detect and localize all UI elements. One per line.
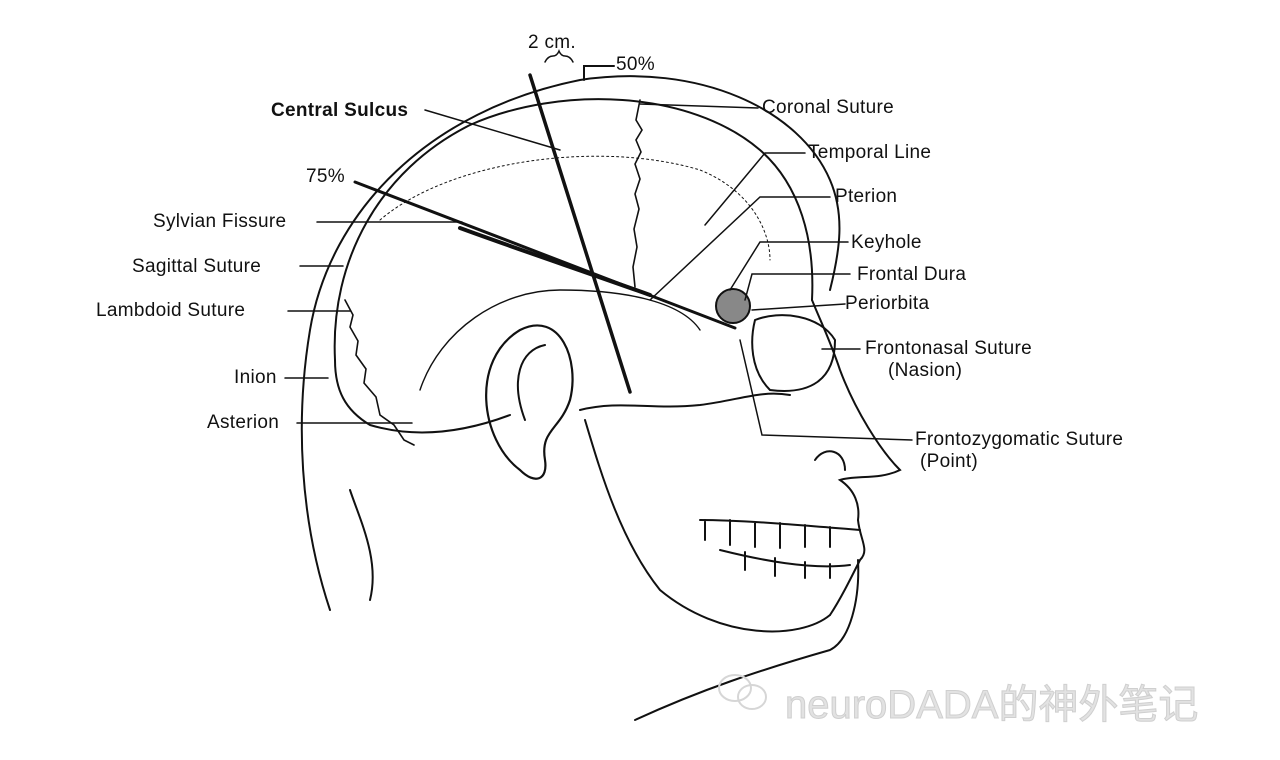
leader-temporal-line: [704, 152, 806, 226]
keyhole-burrhole: [715, 288, 751, 324]
mandible: [584, 419, 831, 633]
nostril: [814, 450, 846, 471]
label-coronal-suture: Coronal Suture: [762, 97, 894, 118]
chin-neck-line: [634, 559, 860, 721]
zygoma: [579, 392, 791, 411]
label-asterion: Asterion: [207, 412, 280, 433]
central-sulcus-line: [528, 73, 632, 394]
leader-pterion: [649, 196, 831, 301]
label-keyhole: Keyhole: [851, 232, 922, 253]
skull-outline: [333, 98, 814, 361]
label-lambdoid-suture: Lambdoid Suture: [96, 300, 246, 321]
label-point: (Point): [920, 451, 979, 472]
label-2cm: 2 cm.: [528, 32, 576, 53]
temporal-line-curve: [379, 155, 771, 261]
forehead-nose: [811, 299, 902, 521]
coronal-suture-line: [632, 99, 643, 288]
label-frontozygomatic-suture: Frontozygomatic Suture: [915, 429, 1124, 450]
scalp-outline: [300, 75, 841, 611]
label-temporal-line: Temporal Line: [808, 142, 932, 163]
label-sylvian-fissure: Sylvian Fissure: [153, 211, 287, 232]
watermark: neuroDADA的神外笔记: [784, 683, 1199, 728]
fifty-percent-tick: [583, 65, 615, 81]
brace-2cm: [544, 48, 574, 63]
wechat-watermark-icon: [718, 674, 767, 710]
leader-coronal-suture: [639, 103, 759, 109]
skull-occipital: [334, 359, 511, 434]
label-periorbita: Periorbita: [845, 293, 930, 314]
label-nasion: (Nasion): [888, 360, 963, 381]
leader-periorbita: [751, 303, 846, 311]
leader-central-sulcus: [424, 109, 561, 151]
squamous-suture: [419, 289, 701, 391]
label-pterion: Pterion: [835, 186, 898, 207]
leader-frontal-dura: [744, 273, 851, 301]
orbit: [751, 314, 837, 392]
label-central-sulcus: Central Sulcus: [271, 100, 409, 121]
neck-outline: [349, 489, 374, 601]
upper-teeth: [699, 519, 861, 549]
label-sagittal-suture: Sagittal Suture: [132, 256, 262, 277]
label-frontal-dura: Frontal Dura: [857, 264, 967, 285]
lower-teeth: [719, 549, 851, 579]
lambdoid-suture-line: [344, 299, 415, 446]
label-inion: Inion: [234, 367, 277, 388]
label-frontonasal-suture: Frontonasal Suture: [865, 338, 1032, 359]
label-50-percent: 50%: [616, 54, 655, 75]
ear: [485, 324, 574, 480]
seventy-five-line: [353, 180, 737, 330]
sylvian-fissure-line: [458, 226, 652, 297]
leader-frontozygomatic: [739, 339, 913, 441]
ear-inner: [516, 344, 546, 421]
mouth-outline: [829, 519, 866, 616]
leader-keyhole: [729, 241, 849, 291]
label-75-percent: 75%: [306, 166, 345, 187]
